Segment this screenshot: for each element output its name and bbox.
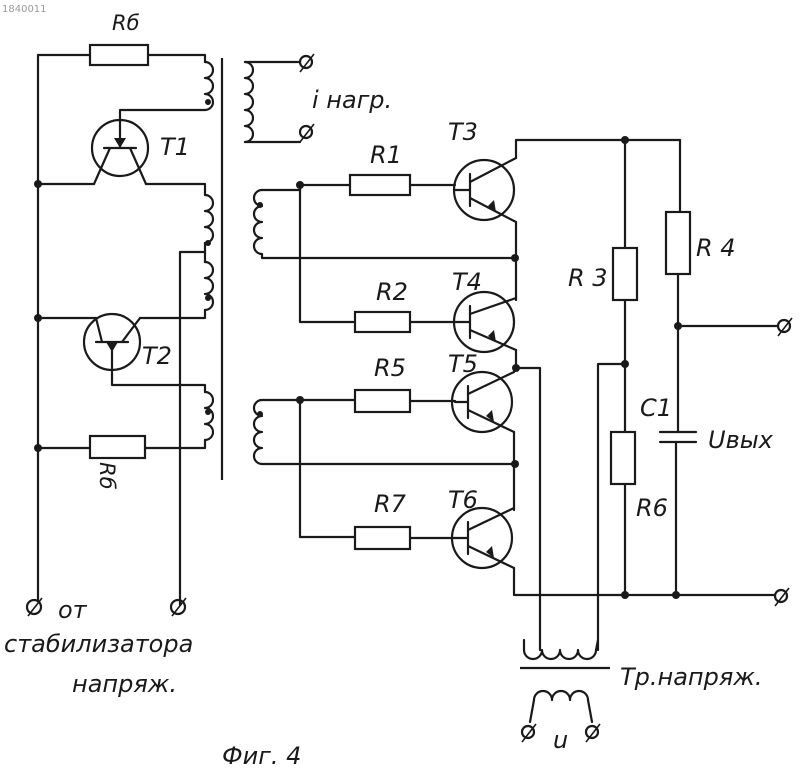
label-u-out: Uвых [708, 426, 774, 454]
label-r6-right: R6 [636, 494, 668, 522]
label-r4: R 4 [696, 234, 736, 262]
label-from-2: стабилизатора [4, 630, 193, 658]
label-r5: R5 [374, 354, 406, 382]
label-rb-top: Rб [112, 11, 140, 35]
load-winding [245, 54, 314, 142]
transistor-t4 [454, 292, 516, 352]
label-t3: T3 [448, 118, 478, 146]
label-t6: T6 [448, 486, 478, 514]
transistor-t3 [454, 158, 516, 222]
transistor-t2 [84, 314, 140, 370]
transistor-t5 [452, 372, 514, 432]
label-t5: T5 [448, 350, 478, 378]
resistor-r3 [613, 248, 637, 300]
transistor-t6 [452, 508, 514, 568]
resistor-r6 [611, 432, 635, 484]
coil-t2-output [205, 262, 213, 310]
label-r3: R 3 [568, 264, 608, 292]
label-u-in: u [553, 726, 568, 754]
resistor-rb-top [90, 45, 148, 65]
resistor-r2 [355, 312, 410, 332]
label-r7: R7 [374, 490, 407, 518]
resistor-rb-bottom [90, 436, 145, 458]
left-oscillator-section [27, 45, 222, 616]
label-rb-left: Rб [95, 462, 119, 490]
label-from-1: от [58, 596, 88, 624]
label-i-load: i нагр. [312, 86, 392, 114]
label-c1: C1 [640, 394, 672, 422]
coil-t1-output [205, 195, 213, 243]
label-t2: T2 [142, 342, 172, 370]
corner-mark: 1840011 [2, 4, 47, 15]
transistor-t1 [92, 120, 148, 184]
resistor-r5 [355, 390, 410, 412]
output-transformer [520, 628, 610, 742]
label-transformer: Тр.напряж. [620, 663, 763, 691]
coil-t2-feedback [205, 392, 213, 440]
label-t4: T4 [452, 268, 482, 296]
resistor-r7 [355, 527, 410, 549]
resistor-r1 [350, 175, 410, 195]
label-r2: R2 [376, 278, 408, 306]
coil-drive-upper [254, 190, 262, 254]
label-from-3: напряж. [72, 670, 177, 698]
label-t1: T1 [160, 133, 190, 161]
figure-caption: Фиг. 4 [222, 742, 301, 770]
label-r1: R1 [370, 141, 402, 169]
coil-drive-lower [254, 400, 262, 464]
resistor-r4 [666, 212, 690, 274]
